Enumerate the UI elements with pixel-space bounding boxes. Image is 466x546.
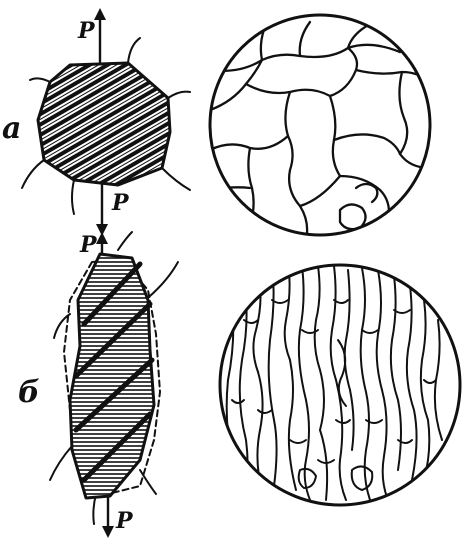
panel-label-b: б	[18, 375, 40, 410]
panel-label-a: а	[2, 111, 21, 146]
force-label-top-a: P	[77, 18, 96, 44]
panel-b: б P P	[18, 232, 178, 534]
panel-a: а P P	[2, 14, 190, 230]
force-label-bottom-b: P	[115, 508, 134, 534]
force-label-bottom-a: P	[111, 190, 130, 216]
force-label-top-b: P	[79, 232, 98, 258]
micrograph-fibrous	[220, 262, 460, 505]
micrograph-frame-top	[210, 15, 430, 235]
micrograph-equiaxed	[210, 15, 432, 240]
equiaxed-grain	[38, 63, 170, 185]
